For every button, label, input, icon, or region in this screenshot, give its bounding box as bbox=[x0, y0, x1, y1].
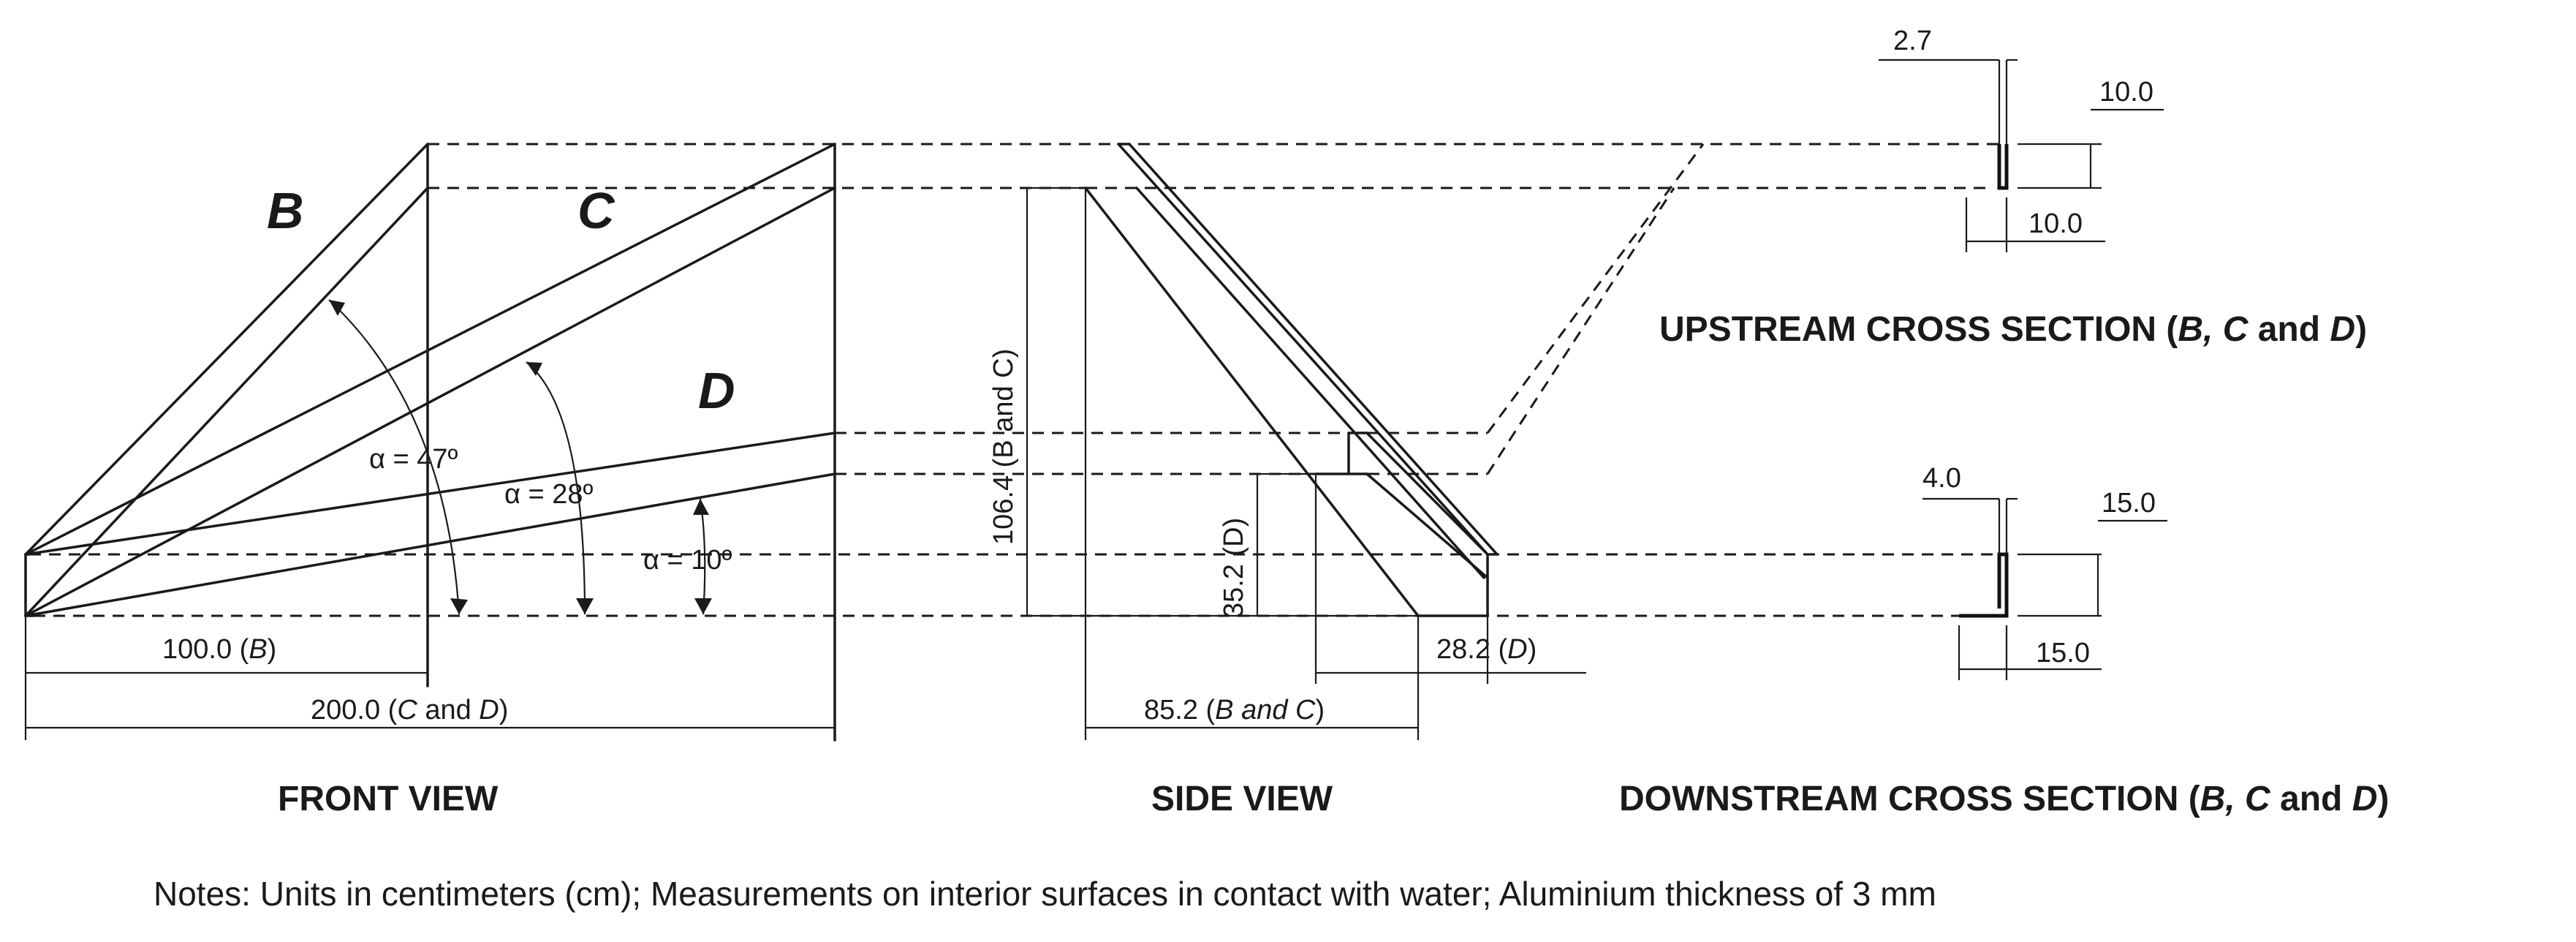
side-top-edge-2 bbox=[1128, 143, 1499, 556]
arrow-head-d bbox=[693, 499, 709, 515]
channel-b-outer-edge bbox=[24, 143, 429, 556]
side-view-title: SIDE VIEW bbox=[1151, 780, 1333, 818]
downstream-height: 15.0 bbox=[2102, 488, 2156, 519]
channel-d-outer-edge bbox=[24, 432, 836, 556]
dim-text-28: 28.2 (D) bbox=[1436, 634, 1537, 665]
dim-text-85: 85.2 (B and C) bbox=[1144, 695, 1325, 726]
upstream-thickness: 2.7 bbox=[1893, 26, 1932, 56]
downstream-profile bbox=[1959, 552, 2009, 618]
downstream-cross-section: 4.0 15.0 15.0 DOWNSTREAM CROSS SECTION (… bbox=[1619, 463, 2389, 818]
dim-text-106: 106.4 (B and C) bbox=[988, 349, 1019, 545]
side-view: 106.4 (B and C) 35.2 (D) 28.2 (D) 85.2 (… bbox=[988, 143, 1586, 740]
label-b: B bbox=[267, 182, 304, 239]
channel-c-outer-edge bbox=[24, 143, 836, 556]
side-top-edge bbox=[1117, 143, 1489, 556]
angle-arc-c bbox=[526, 361, 586, 615]
channel-b-inner-edge bbox=[24, 186, 429, 617]
arrow-head-d2 bbox=[694, 598, 712, 614]
side-inner-edge bbox=[1135, 186, 1485, 579]
front-view: B C D α = 47º α = 28º α = 10º 100.0 (B) … bbox=[24, 143, 836, 742]
front-base-left-edge bbox=[24, 553, 35, 617]
arrow-head-c bbox=[526, 362, 542, 376]
upstream-profile bbox=[1997, 144, 2009, 190]
front-view-title: FRONT VIEW bbox=[278, 780, 499, 818]
upstream-cross-section: 2.7 10.0 10.0 UPSTREAM CROSS SECTION (B,… bbox=[1659, 26, 2367, 349]
angle-label-b: α = 47º bbox=[369, 444, 458, 475]
downstream-thickness: 4.0 bbox=[1922, 463, 1961, 494]
arrow-head-b2 bbox=[450, 598, 468, 614]
dim-text-200: 200.0 (C and D) bbox=[311, 695, 508, 726]
angle-label-d: α = 10º bbox=[643, 545, 732, 576]
angle-arc-b bbox=[328, 299, 461, 615]
side-bottom-edge bbox=[1084, 186, 1420, 617]
upstream-height: 10.0 bbox=[2099, 77, 2153, 108]
label-d: D bbox=[698, 362, 735, 419]
arrow-head-c2 bbox=[576, 598, 594, 614]
channel-d-inner-edge bbox=[24, 472, 836, 617]
arrow-head-b bbox=[329, 300, 345, 316]
downstream-width: 15.0 bbox=[2036, 638, 2090, 668]
upstream-width: 10.0 bbox=[2028, 208, 2083, 239]
dim-text-100: 100.0 (B) bbox=[162, 634, 276, 665]
angle-label-c: α = 28º bbox=[504, 479, 594, 510]
upstream-title: UPSTREAM CROSS SECTION (B, C and D) bbox=[1659, 310, 2367, 349]
dim-text-35: 35.2 (D) bbox=[1219, 518, 1249, 618]
label-c: C bbox=[577, 182, 615, 239]
notes-text: Notes: Units in centimeters (cm); Measur… bbox=[154, 875, 1936, 913]
downstream-title: DOWNSTREAM CROSS SECTION (B, C and D) bbox=[1619, 780, 2389, 818]
channel-c-inner-edge bbox=[24, 186, 836, 617]
